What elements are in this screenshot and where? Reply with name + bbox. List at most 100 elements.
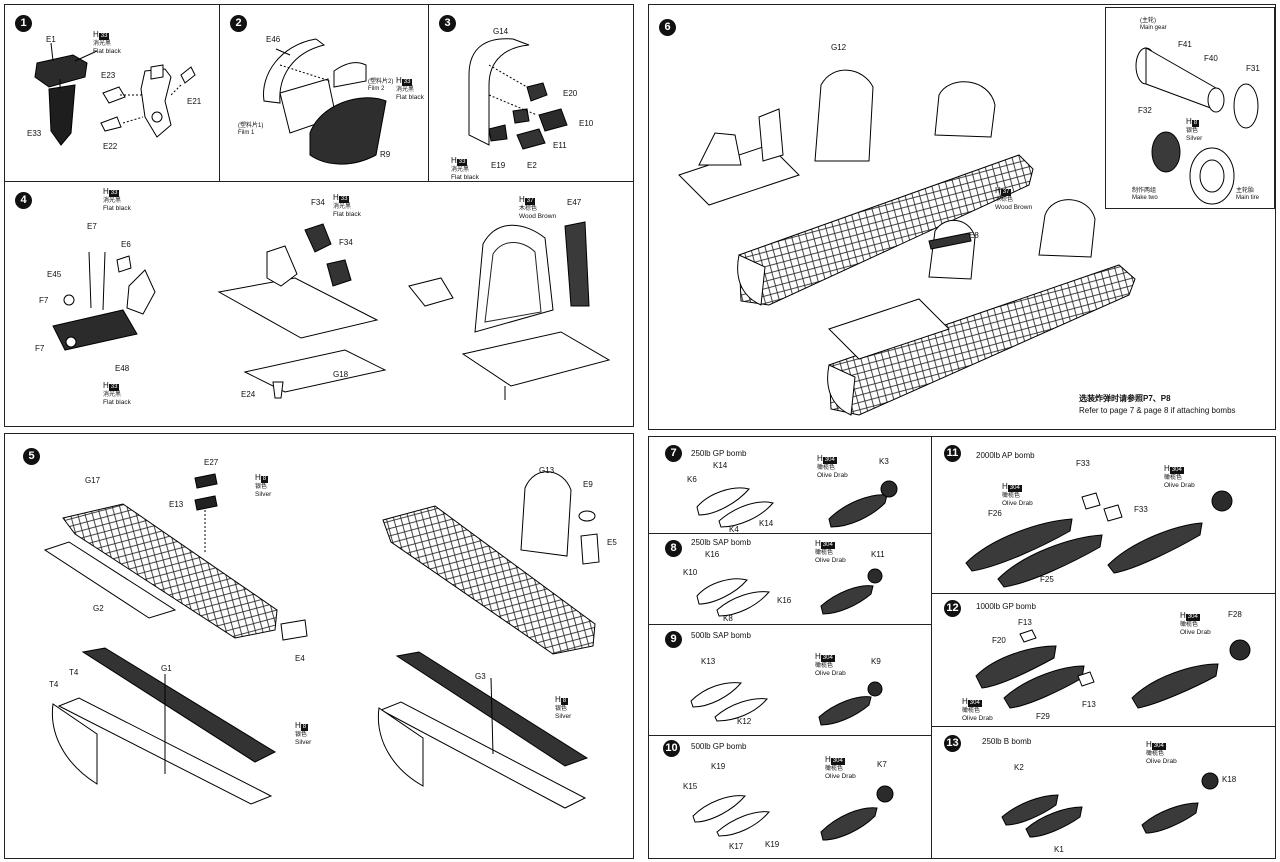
step-9-number: 9 [665, 631, 682, 648]
step-6-number: 6 [659, 19, 676, 36]
part-label: K14 [713, 461, 728, 470]
step-1-number: 1 [15, 15, 32, 32]
step-12-drawing [975, 629, 1251, 709]
part-label: K3 [879, 457, 889, 466]
step-2-drawing [263, 38, 387, 165]
part-label: F25 [1040, 575, 1054, 584]
part-label: E24 [241, 390, 256, 399]
part-label: E22 [103, 142, 118, 151]
part-label: F34 [311, 198, 325, 207]
part-label: K19 [711, 762, 726, 771]
part-label: K16 [777, 596, 792, 605]
part-label: K7 [877, 760, 887, 769]
part-label: F40 [1204, 54, 1218, 63]
step-13-drawing [1001, 772, 1219, 838]
step-7-number: 7 [665, 445, 682, 462]
part-label: K2 [1014, 763, 1024, 772]
step-7-drawing [696, 480, 898, 528]
part-label: E21 [187, 97, 202, 106]
part-label: F13 [1018, 618, 1032, 627]
part-label: F7 [39, 296, 49, 305]
film-2-label: (塑料片2)Film 2 [368, 79, 394, 92]
bomb-title: 250lb GP bomb [691, 449, 747, 458]
part-label: E1 [46, 35, 56, 44]
part-label: K8 [723, 614, 733, 623]
part-label: E23 [101, 71, 116, 80]
step-11-number: 11 [944, 445, 961, 462]
part-label: G17 [85, 476, 101, 485]
part-label: G13 [539, 466, 555, 475]
step-12-number: 12 [944, 600, 961, 617]
part-label: G12 [831, 43, 847, 52]
step-3-number: 3 [439, 15, 456, 32]
part-label: F34 [339, 238, 353, 247]
part-label: K15 [683, 782, 698, 791]
bomb-title: 1000lb GP bomb [976, 602, 1036, 611]
part-label: K18 [1222, 775, 1237, 784]
step-8-drawing [696, 568, 883, 617]
part-label: K10 [683, 568, 698, 577]
part-label: K14 [759, 519, 774, 528]
part-label: K12 [737, 717, 752, 726]
part-label: F33 [1134, 505, 1148, 514]
step-4-number: 4 [15, 192, 32, 209]
part-label: E27 [204, 458, 219, 467]
bomb-title: 250lb SAP bomb [691, 538, 751, 547]
part-label: F26 [988, 509, 1002, 518]
step-3-drawing [468, 38, 568, 150]
film-1-label: (塑料片1)Film 1 [238, 123, 264, 136]
part-label: F29 [1036, 712, 1050, 721]
part-label: G1 [161, 664, 172, 673]
part-label: F41 [1178, 40, 1192, 49]
part-label: E47 [567, 198, 582, 207]
part-label: E45 [47, 270, 62, 279]
part-label: R9 [380, 150, 391, 159]
part-label: K1 [1054, 845, 1064, 854]
part-label: K17 [729, 842, 744, 851]
part-label: F33 [1076, 459, 1090, 468]
part-label: K11 [871, 550, 885, 559]
part-label: E4 [295, 654, 305, 663]
step-10-number: 10 [663, 740, 680, 757]
part-label: K9 [871, 657, 881, 666]
step-5-number: 5 [23, 448, 40, 465]
part-label: E11 [553, 141, 567, 150]
part-label: E48 [115, 364, 130, 373]
step-6-drawing [678, 69, 1136, 416]
part-label: T4 [69, 668, 79, 677]
part-label: K4 [729, 525, 739, 534]
part-label: F32 [1138, 106, 1152, 115]
part-label: E2 [527, 161, 537, 170]
part-label: E8 [969, 231, 979, 240]
step-11-drawing [965, 490, 1233, 588]
step-13-number: 13 [944, 735, 961, 752]
part-label: E7 [87, 222, 97, 231]
part-label: F13 [1082, 700, 1096, 709]
step-10-drawing [692, 785, 894, 841]
part-label: G2 [93, 604, 104, 613]
